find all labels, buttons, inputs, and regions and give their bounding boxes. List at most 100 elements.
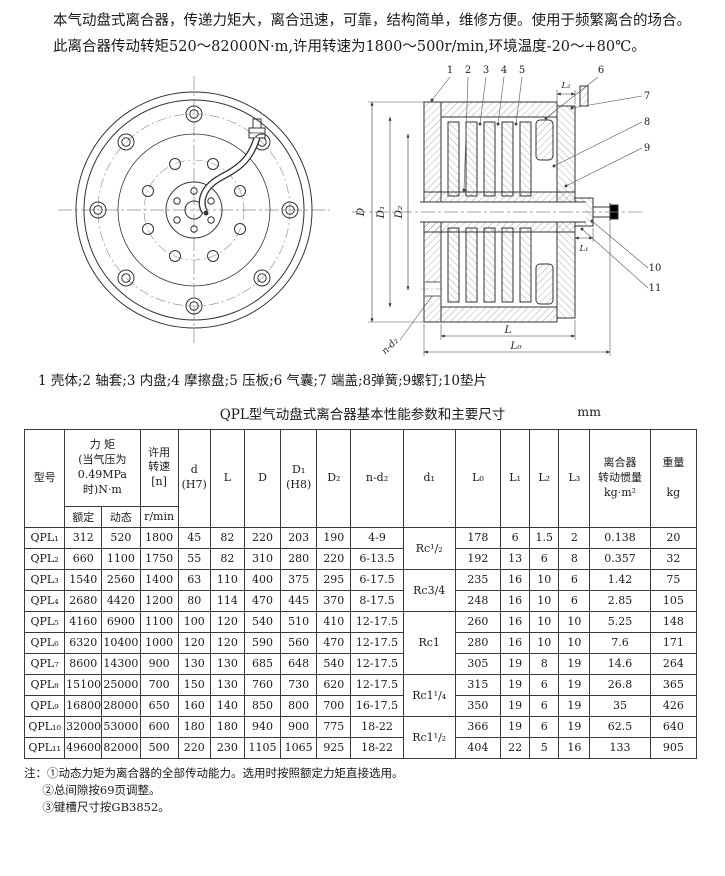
cell-L: 114: [209, 589, 245, 612]
cell-L: 110: [209, 568, 245, 591]
cell-L3: 19: [558, 715, 591, 738]
cell-D1: 510: [280, 610, 318, 633]
cell-D2: 410: [316, 610, 352, 633]
cell-n_d2: 6-13.5: [350, 547, 404, 570]
cell-n_d2: 8-17.5: [350, 589, 404, 612]
cell-rated: 15100: [64, 673, 103, 696]
cell-speed: 500: [139, 736, 179, 759]
cell-rated: 6320: [64, 631, 103, 654]
dim-label-D: D: [355, 207, 367, 217]
cell-dynamic: 4420: [101, 589, 141, 612]
cell-weight: 365: [649, 673, 698, 696]
cell-weight: 905: [649, 736, 698, 759]
cell-weight: 148: [649, 610, 698, 633]
cell-L: 230: [209, 736, 245, 759]
cell-dynamic: 53000: [101, 715, 141, 738]
cell-D2: 925: [316, 736, 352, 759]
front-view-geometry: [58, 75, 330, 344]
col-header-L3: L₃: [558, 428, 591, 528]
cell-speed: 1400: [139, 568, 179, 591]
cell-d: 130: [177, 652, 211, 675]
notes: 注：①动态力矩为离合器的全部传动能力。选用时按照额定力矩直接选用。②总间隙按69…: [24, 765, 701, 817]
note-line: ③键槽尺寸按GB3852。: [42, 800, 170, 815]
section-geometry: [352, 85, 644, 323]
cell-L1: 19: [500, 715, 531, 738]
bolt-pitch-circle: [97, 113, 291, 307]
dim-label-D2: D₂: [393, 205, 405, 219]
section-view-container: D D₁ D₂ L L₀ L₂ L₁ n-d₂: [344, 60, 689, 364]
cell-D1: 560: [280, 631, 318, 654]
cell-L2: 5: [529, 736, 560, 759]
front-view-drawing: [58, 75, 330, 344]
cell-L0: 350: [454, 694, 502, 717]
cell-L0: 178: [454, 526, 502, 549]
cell-D: 220: [243, 526, 282, 549]
cell-D1: 1065: [280, 736, 318, 759]
cell-dynamic: 25000: [101, 673, 141, 696]
dim-label-D1: D₁: [375, 205, 387, 219]
cell-n_d2: 6-17.5: [350, 568, 404, 591]
cell-d: 45: [177, 526, 211, 549]
cell-L3: 19: [558, 673, 591, 696]
cell-inertia: 2.85: [589, 589, 651, 612]
cell-L: 130: [209, 673, 245, 696]
cell-L: 82: [209, 526, 245, 549]
cell-rated: 8600: [64, 652, 103, 675]
cell-L0: 248: [454, 589, 502, 612]
note-line: 注：①动态力矩为离合器的全部传动能力。选用时按照额定力矩直接选用。: [24, 765, 404, 780]
cell-L1: 19: [500, 694, 531, 717]
col-header-D: D: [243, 428, 282, 528]
cell-d1: Rc1¹/₂: [402, 715, 456, 759]
cell-inertia: 7.6: [589, 631, 651, 654]
cell-n_d2: 16-17.5: [350, 694, 404, 717]
cell-model: QPL₇: [23, 652, 66, 675]
cell-D: 760: [243, 673, 282, 696]
cell-speed: 1800: [139, 526, 179, 549]
cell-d: 100: [177, 610, 211, 633]
front-view-container: [52, 71, 336, 353]
cell-D2: 775: [316, 715, 352, 738]
spec-table: 型号 力 矩 (当气压为 0.49MPa 时)N·m 许用 转速 [n] d (…: [23, 428, 698, 759]
intro-paragraph-1: 本气动盘式离合器，传递力矩大，离合迅速，可靠，结构简单，维修方便。使用于频繁离合…: [53, 13, 691, 29]
callout-leaders: [430, 76, 649, 289]
cell-D1: 280: [280, 547, 318, 570]
cell-L0: 235: [454, 568, 502, 591]
cell-d1: Rc1: [402, 610, 456, 675]
col-header-L2: L₂: [529, 428, 560, 528]
cell-L0: 315: [454, 673, 502, 696]
hole-pitch-circle: [143, 159, 245, 261]
cell-rated: 16800: [64, 694, 103, 717]
cell-D1: 375: [280, 568, 318, 591]
cell-dynamic: 82000: [101, 736, 141, 759]
cell-dynamic: 1100: [101, 547, 141, 570]
cell-D: 470: [243, 589, 282, 612]
cell-model: QPL₂: [23, 547, 66, 570]
cell-L3: 6: [558, 568, 591, 591]
cell-L1: 22: [500, 736, 531, 759]
cell-L: 120: [209, 610, 245, 633]
cell-D: 400: [243, 568, 282, 591]
dim-label-L0: L₀: [509, 340, 522, 352]
callout-8: 8: [644, 117, 650, 128]
col-header-L1: L₁: [500, 428, 531, 528]
cell-L: 140: [209, 694, 245, 717]
cell-dynamic: 14300: [101, 652, 141, 675]
cell-L3: 10: [558, 631, 591, 654]
cell-dynamic: 28000: [101, 694, 141, 717]
cell-L3: 8: [558, 547, 591, 570]
callout-numbers: 1 2 3 4 5 6 7 8 9 10 11: [447, 65, 662, 294]
cell-L0: 404: [454, 736, 502, 759]
cell-L2: 6: [529, 715, 560, 738]
cell-speed: 1000: [139, 631, 179, 654]
col-header-d: d (H7): [177, 428, 211, 528]
cell-D: 850: [243, 694, 282, 717]
cell-weight: 105: [649, 589, 698, 612]
cell-L3: 16: [558, 736, 591, 759]
cell-rated: 660: [64, 547, 103, 570]
cell-d1: Rc1¹/₄: [402, 673, 456, 717]
